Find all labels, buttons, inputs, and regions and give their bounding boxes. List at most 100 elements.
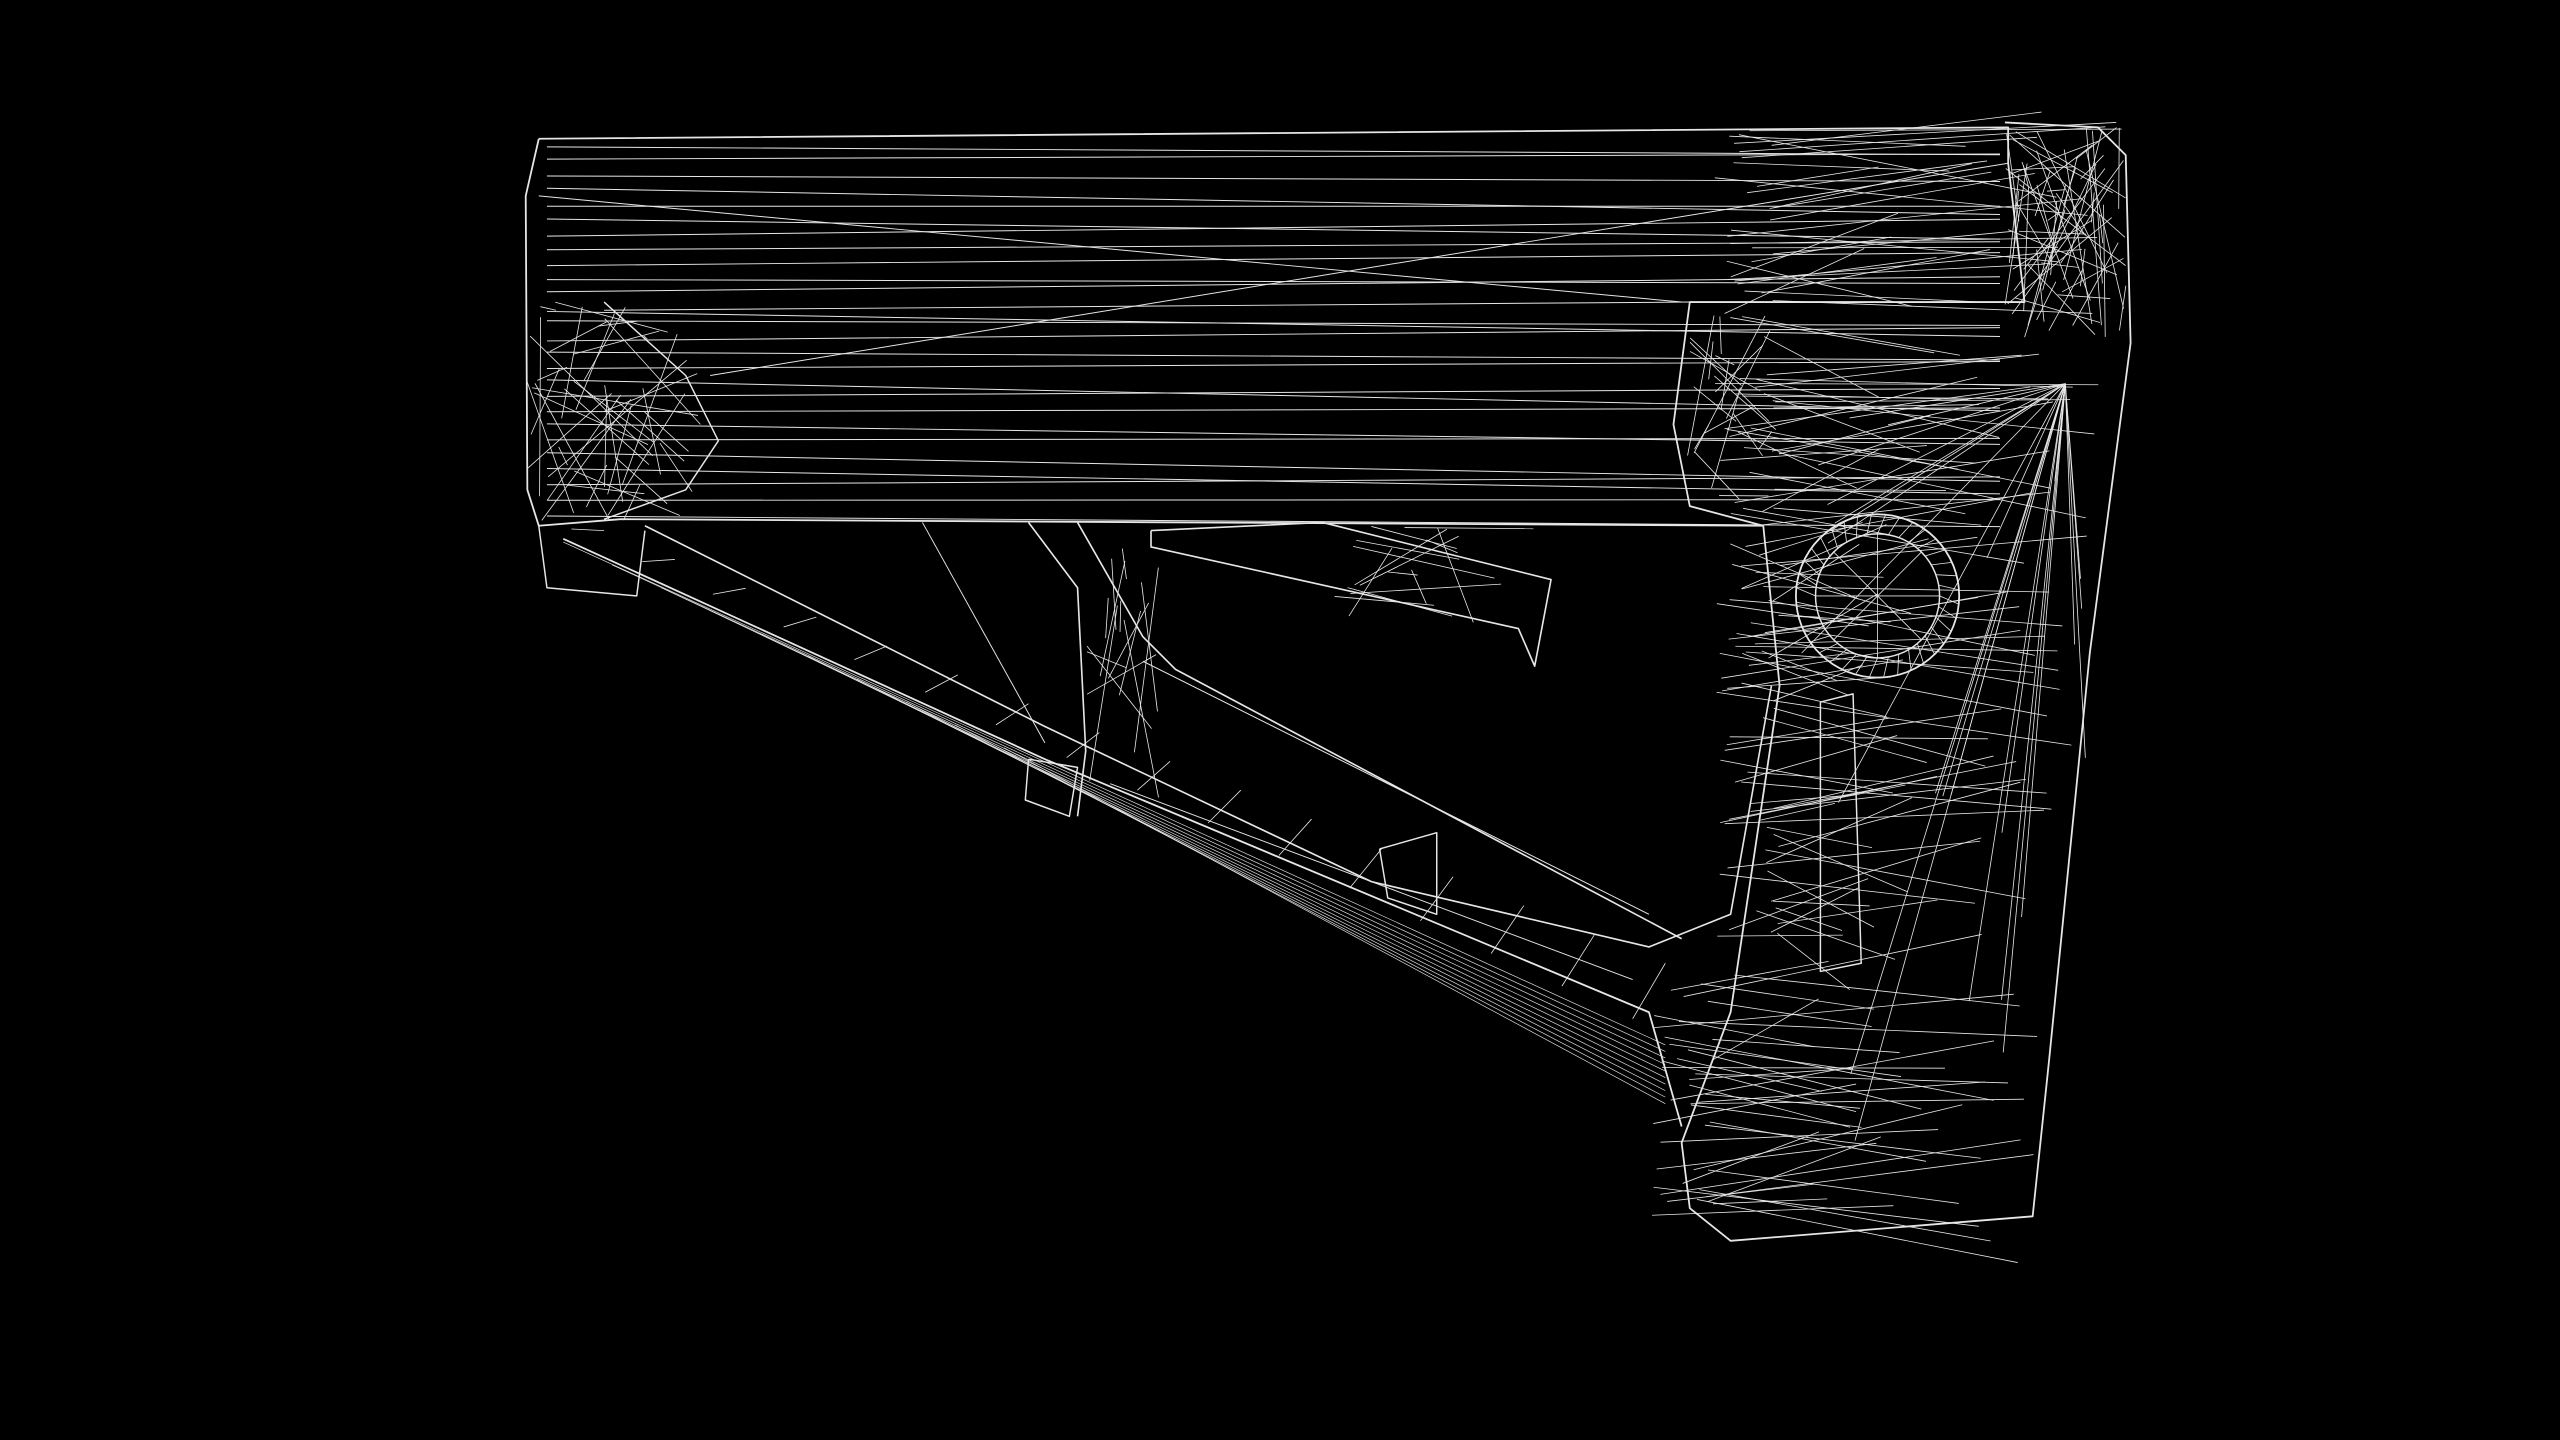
wire-edge [1739,126,2106,153]
wire-edge [614,456,668,504]
wire-edge [2075,127,2117,160]
wire-edge [1712,1198,1828,1205]
wire-edge [2013,168,2106,291]
wire-edge [573,380,655,444]
wire-edge [546,252,2001,267]
wire-edge [546,379,2001,412]
wire-edge [1334,596,1435,606]
wire-edge [1695,1073,2009,1084]
wire-edge [2018,144,2093,202]
wire-edge [1939,595,1959,605]
wire-edge [1739,378,2073,388]
wire-edge [1818,643,1838,654]
wire-edge [1850,383,2066,1075]
wire-edge [1693,386,1737,422]
wire-edge [1690,1104,1862,1128]
wire-edge [712,587,746,595]
lever-outline [1150,521,1552,667]
wire-edge [1741,682,1887,718]
wire-edge [1854,383,2066,1141]
wire-edge [2012,139,2113,194]
wire-edge [546,452,2001,482]
wire-edge [1142,660,1650,915]
wire-edge [1561,934,1595,987]
wire-edge [659,442,693,492]
wire-edge [1738,134,2057,198]
wire-edge [607,405,632,495]
wire-edge [1942,383,2066,797]
wire-edge [1724,248,1865,314]
wire-edge [1719,652,2047,717]
wire-edge [1833,551,1878,597]
wire-edge [1737,257,1937,285]
wire-edge [1714,375,1777,430]
wire-edge [1758,431,1773,450]
wire-edge [1778,614,1891,623]
wire-edge [1766,354,2022,376]
wire-edge [1763,393,1920,453]
wire-edge [1798,573,1817,586]
tube-end-bevel [603,301,720,520]
wire-edge [1810,548,1825,566]
wire-edge [540,306,557,311]
wire-edge [2036,249,2045,322]
wire-edge [1694,451,1740,500]
wire-edge [1935,616,1952,632]
wire-edge [546,320,2001,326]
arm-bottom-edge [562,537,1683,1127]
wire-edge [1727,263,2044,280]
wire-edge [561,306,583,419]
wire-edge [1687,1049,1922,1110]
wire-edge [2021,161,2074,299]
arm-top-edge [644,524,1773,948]
wire-edge [1765,849,2026,900]
wire-edge [1750,778,2026,812]
wire-edge [1119,600,1122,632]
wire-edge [1669,1043,1902,1077]
wire-edge [604,301,1690,311]
wire-edge [1720,759,1893,794]
wire-edge [1696,1199,2018,1263]
wire-edge [1728,606,2020,640]
wire-edge [1747,160,1988,194]
wire-edge [549,321,607,352]
wire-edge [1086,651,1127,669]
wire-edge [2090,192,2095,223]
wire-edge [1741,136,2038,159]
wire-edge [905,701,1666,1091]
wire-edge [1726,717,1890,746]
wire-edge [1698,1081,1986,1103]
wire-edge [1689,337,1742,386]
wire-edge [2027,264,2096,335]
wire-edge [1763,586,2050,593]
wire-edge [2015,297,2101,323]
wire-edge [2064,383,2086,758]
wire-edge [1763,491,2051,526]
wire-edge [1652,1205,1894,1216]
wire-edge [1703,406,1754,434]
wire-edge [2092,130,2103,284]
wire-edge [546,476,2001,486]
wire-edge [1908,649,1912,671]
wire-edge [1773,900,1870,907]
wire-edge [1741,538,1929,590]
wire-edge [2023,186,2030,312]
wire-edge [1724,708,2002,751]
wire-edge [1777,761,2017,809]
wire-edge [1682,1131,1820,1184]
wire-edge [2047,211,2061,221]
wire-edge [1770,887,1859,933]
wire-edge [642,388,661,475]
buffer-tube-body [524,126,2026,597]
wire-edge [1654,1015,1815,1048]
wire-edge [2019,184,2126,266]
wire-edge [604,398,608,487]
wire-edge [1678,1021,2038,1037]
wire-edge [1729,376,1978,437]
wire-edge [1105,597,1109,639]
wire-edge [1754,635,2045,645]
wire-edge [1748,653,1849,666]
wire-edge [2118,127,2120,209]
wire-edge [1803,560,1820,575]
wire-edge [1869,657,1878,678]
